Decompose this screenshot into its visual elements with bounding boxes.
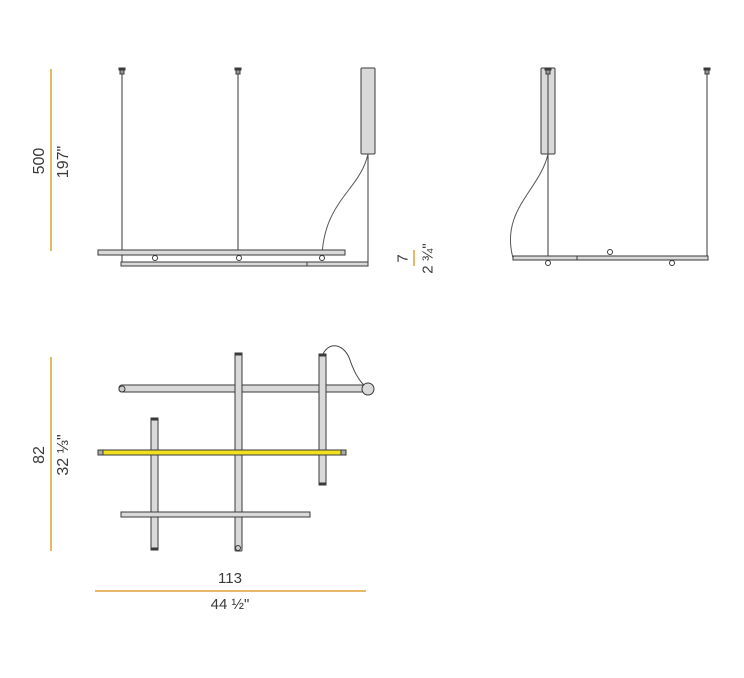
width-dimension-line — [95, 590, 366, 592]
width-in-label: 44 ½" — [210, 596, 250, 613]
bar-height-dimension-line — [413, 250, 415, 266]
lower-bar-end — [306, 261, 369, 267]
bar-h3 — [120, 511, 311, 518]
bar-v-left — [150, 417, 159, 551]
driver-canopy — [360, 67, 376, 155]
lower-bar — [120, 261, 308, 267]
driver-disc — [361, 382, 375, 396]
top-view — [97, 345, 375, 552]
ceiling-anchor-icon — [118, 67, 126, 75]
front-view — [97, 67, 376, 267]
ceiling-anchor-icon — [703, 67, 711, 75]
bar-v-right — [318, 353, 327, 486]
height-dimension-line — [50, 69, 52, 251]
upper-bar — [97, 249, 346, 256]
ceiling-anchor-icon — [234, 67, 242, 75]
depth-dimension-line — [50, 357, 52, 551]
width-cm-label: 113 — [218, 570, 242, 587]
side-view — [510, 67, 711, 266]
highlighted-led-bar — [97, 449, 347, 456]
side-bar — [512, 255, 709, 261]
ceiling-anchor-icon — [544, 67, 552, 75]
bar-h1 — [118, 384, 370, 393]
